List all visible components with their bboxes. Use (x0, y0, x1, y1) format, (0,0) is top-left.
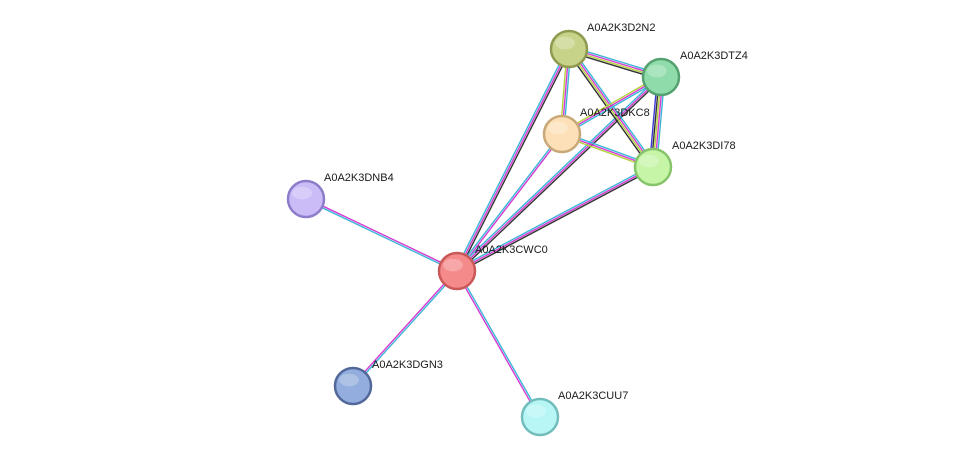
node-label: A0A2K3CWC0 (475, 244, 548, 256)
node-highlight (647, 64, 667, 78)
edge-evidence-line (457, 270, 542, 417)
node-label: A0A2K3D2N2 (587, 22, 656, 34)
edge-A0A2K3CWC0-A0A2K3CUU7[interactable] (455, 270, 542, 418)
node-label: A0A2K3CUU7 (558, 390, 628, 402)
node-circle[interactable] (641, 57, 681, 97)
node-A0A2K3DKC8[interactable]: A0A2K3DKC8 (542, 107, 650, 154)
edge-evidence-line (353, 271, 459, 388)
edge-evidence-line (456, 48, 570, 272)
edge-evidence-line (456, 76, 662, 272)
node-circle[interactable] (286, 179, 326, 219)
node-label: A0A2K3DNB4 (324, 172, 394, 184)
edge-A0A2K3CWC0-A0A2K3DGN3[interactable] (351, 269, 459, 388)
node-A0A2K3DGN3[interactable]: A0A2K3DGN3 (333, 359, 443, 406)
edge-evidence-line (455, 75, 661, 271)
edge-evidence-line (457, 134, 564, 272)
edge-evidence-line (456, 166, 654, 272)
edge-evidence-line (454, 47, 569, 271)
edge-evidence-line (306, 197, 458, 271)
edge-evidence-line (455, 164, 653, 271)
node-highlight (555, 36, 575, 50)
node-highlight (339, 373, 359, 387)
node-layer: A0A2K3D2N2A0A2K3DTZ4A0A2K3DKC8A0A2K3DI78… (286, 22, 748, 437)
node-label: A0A2K3DGN3 (372, 359, 443, 371)
edge-A0A2K3CWC0-A0A2K3DTZ4[interactable] (455, 75, 663, 273)
node-label: A0A2K3DI78 (672, 140, 736, 152)
node-highlight (639, 154, 659, 168)
node-A0A2K3CUU7[interactable]: A0A2K3CUU7 (520, 390, 628, 437)
node-A0A2K3DTZ4[interactable]: A0A2K3DTZ4 (641, 50, 748, 97)
edge-evidence-line (305, 199, 457, 273)
edge-A0A2K3CWC0-A0A2K3D2N2[interactable] (454, 47, 572, 273)
node-label: A0A2K3DKC8 (580, 107, 650, 119)
node-label: A0A2K3DTZ4 (680, 50, 748, 62)
edge-A0A2K3CWC0-A0A2K3DNB4[interactable] (305, 197, 458, 273)
edge-evidence-line (457, 77, 663, 273)
edge-evidence-line (455, 133, 562, 271)
edge-evidence-line (457, 167, 655, 274)
edge-evidence-line (455, 271, 540, 418)
node-circle[interactable] (549, 29, 589, 69)
node-circle[interactable] (542, 114, 582, 154)
edge-evidence-line (457, 49, 572, 273)
node-circle[interactable] (333, 366, 373, 406)
node-A0A2K3CWC0[interactable]: A0A2K3CWC0 (437, 244, 548, 291)
node-A0A2K3DNB4[interactable]: A0A2K3DNB4 (286, 172, 394, 219)
node-A0A2K3DI78[interactable]: A0A2K3DI78 (633, 140, 736, 187)
edge-A0A2K3CWC0-A0A2K3DKC8[interactable] (455, 133, 564, 272)
edge-layer (305, 45, 666, 418)
edge-evidence-line (351, 269, 457, 386)
node-highlight (526, 404, 546, 418)
node-highlight (548, 121, 568, 135)
node-A0A2K3D2N2[interactable]: A0A2K3D2N2 (549, 22, 656, 69)
node-highlight (443, 258, 463, 272)
node-highlight (292, 186, 312, 200)
node-circle[interactable] (633, 147, 673, 187)
node-circle[interactable] (520, 397, 560, 437)
edge-A0A2K3CWC0-A0A2K3DI78[interactable] (455, 164, 655, 274)
node-circle[interactable] (437, 251, 477, 291)
